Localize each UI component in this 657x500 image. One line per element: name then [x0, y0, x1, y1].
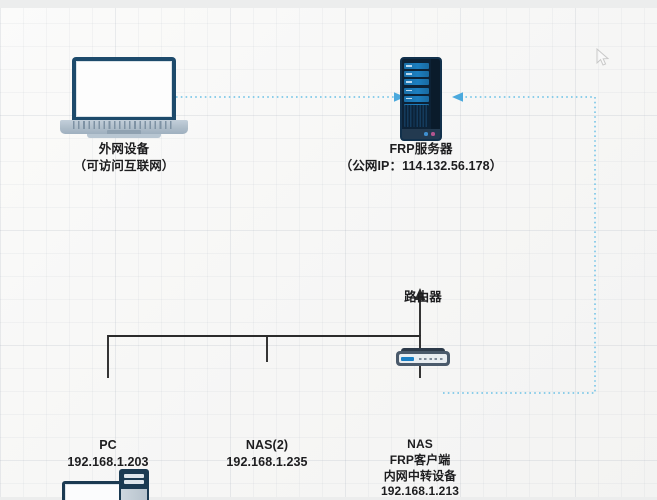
drive-bay: [404, 95, 429, 102]
pc-case-front: [121, 489, 147, 500]
drive-bay: [404, 71, 429, 78]
nas-2-label: NAS(2) 192.168.1.235: [226, 438, 308, 469]
server-tower-icon-frp-server[interactable]: [400, 57, 442, 141]
link-lan-bus: [107, 335, 421, 378]
status-led-icon: [431, 132, 435, 136]
server-vent-grille: [404, 105, 429, 127]
router-label: 路由器: [404, 290, 442, 304]
laptop-keyboard: [73, 121, 175, 129]
link-frp-to-nas-tunnel: [443, 92, 596, 394]
laptop-trackpad: [107, 130, 141, 135]
server-drive-bays: [404, 63, 429, 110]
router-power-indicator: [401, 356, 414, 361]
top-border-strip: [0, 0, 657, 8]
laptop-icon[interactable]: [60, 57, 188, 139]
drive-bay: [404, 63, 429, 69]
bottom-border-strip: [0, 497, 657, 500]
server-base-panel: [402, 129, 440, 139]
pc-drive-slot: [124, 480, 144, 484]
server-side-panel: [431, 59, 440, 139]
external-device-label: 外网设备 （可访问互联网）: [73, 142, 175, 173]
desktop-pc-icon[interactable]: [62, 463, 154, 500]
link-external-to-frp: [176, 92, 405, 102]
pc-label: PC 192.168.1.203: [67, 438, 149, 469]
frp-server-label: FRP服务器 （公网IP：114.132.56.178）: [339, 142, 503, 173]
laptop-lid: [72, 57, 176, 121]
router-top-shell: [401, 348, 445, 353]
router-icon[interactable]: [396, 348, 450, 370]
pc-tower-case: [119, 469, 149, 500]
router-port-leds: [419, 357, 443, 360]
laptop-front-edge: [87, 134, 161, 138]
pc-drive-slot: [124, 474, 144, 478]
pc-screen: [64, 483, 122, 500]
nas-frp-client-label: NAS FRP客户端 内网中转设备 192.168.1.213: [380, 437, 460, 499]
laptop-screen: [76, 61, 172, 117]
drive-bay: [404, 87, 429, 94]
pc-monitor: [62, 481, 124, 500]
drive-bay: [404, 79, 429, 86]
power-led-icon: [424, 132, 428, 136]
mouse-cursor-icon: [596, 48, 610, 66]
